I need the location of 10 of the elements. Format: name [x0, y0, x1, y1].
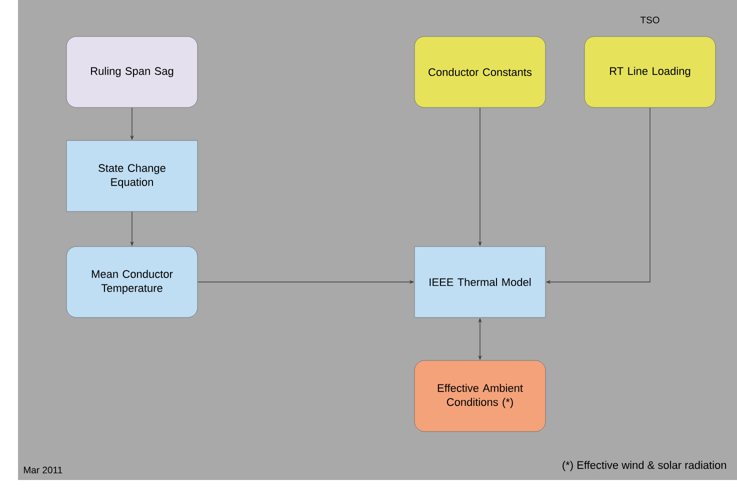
- process-box: State Change Equation: [66, 140, 198, 212]
- source-box: Ruling Span Sag: [66, 36, 198, 108]
- group-heading: TSO: [640, 16, 660, 24]
- process-box: Mean Conductor Temperature: [66, 246, 198, 318]
- date-label: Mar 2011: [24, 466, 62, 474]
- input-box: RT Line Loading: [584, 36, 716, 108]
- conditions-box: Effective Ambient Conditions (*): [414, 360, 546, 432]
- model-box: IEEE Thermal Model: [414, 246, 546, 318]
- footnote: (*) Effective wind & solar radiation: [562, 460, 726, 472]
- input-box: Conductor Constants: [414, 36, 546, 108]
